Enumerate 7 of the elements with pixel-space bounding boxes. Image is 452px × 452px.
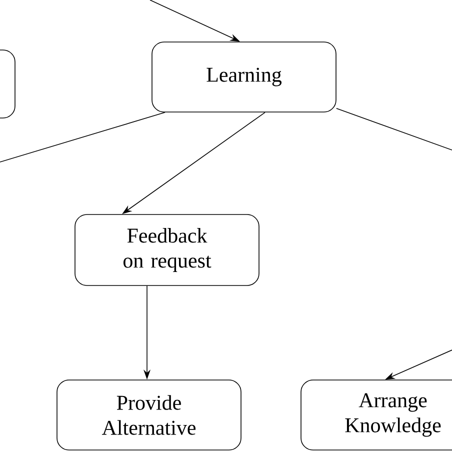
empty-box — [0, 50, 16, 118]
process-box: Feedback on request — [74, 214, 260, 286]
process-box: Arrange Knowledge — [300, 380, 452, 450]
process-box: Learning — [152, 42, 336, 112]
process-box: Provide Alternative — [56, 380, 242, 450]
connector-line — [0, 112, 166, 162]
connector-line — [336, 108, 452, 150]
